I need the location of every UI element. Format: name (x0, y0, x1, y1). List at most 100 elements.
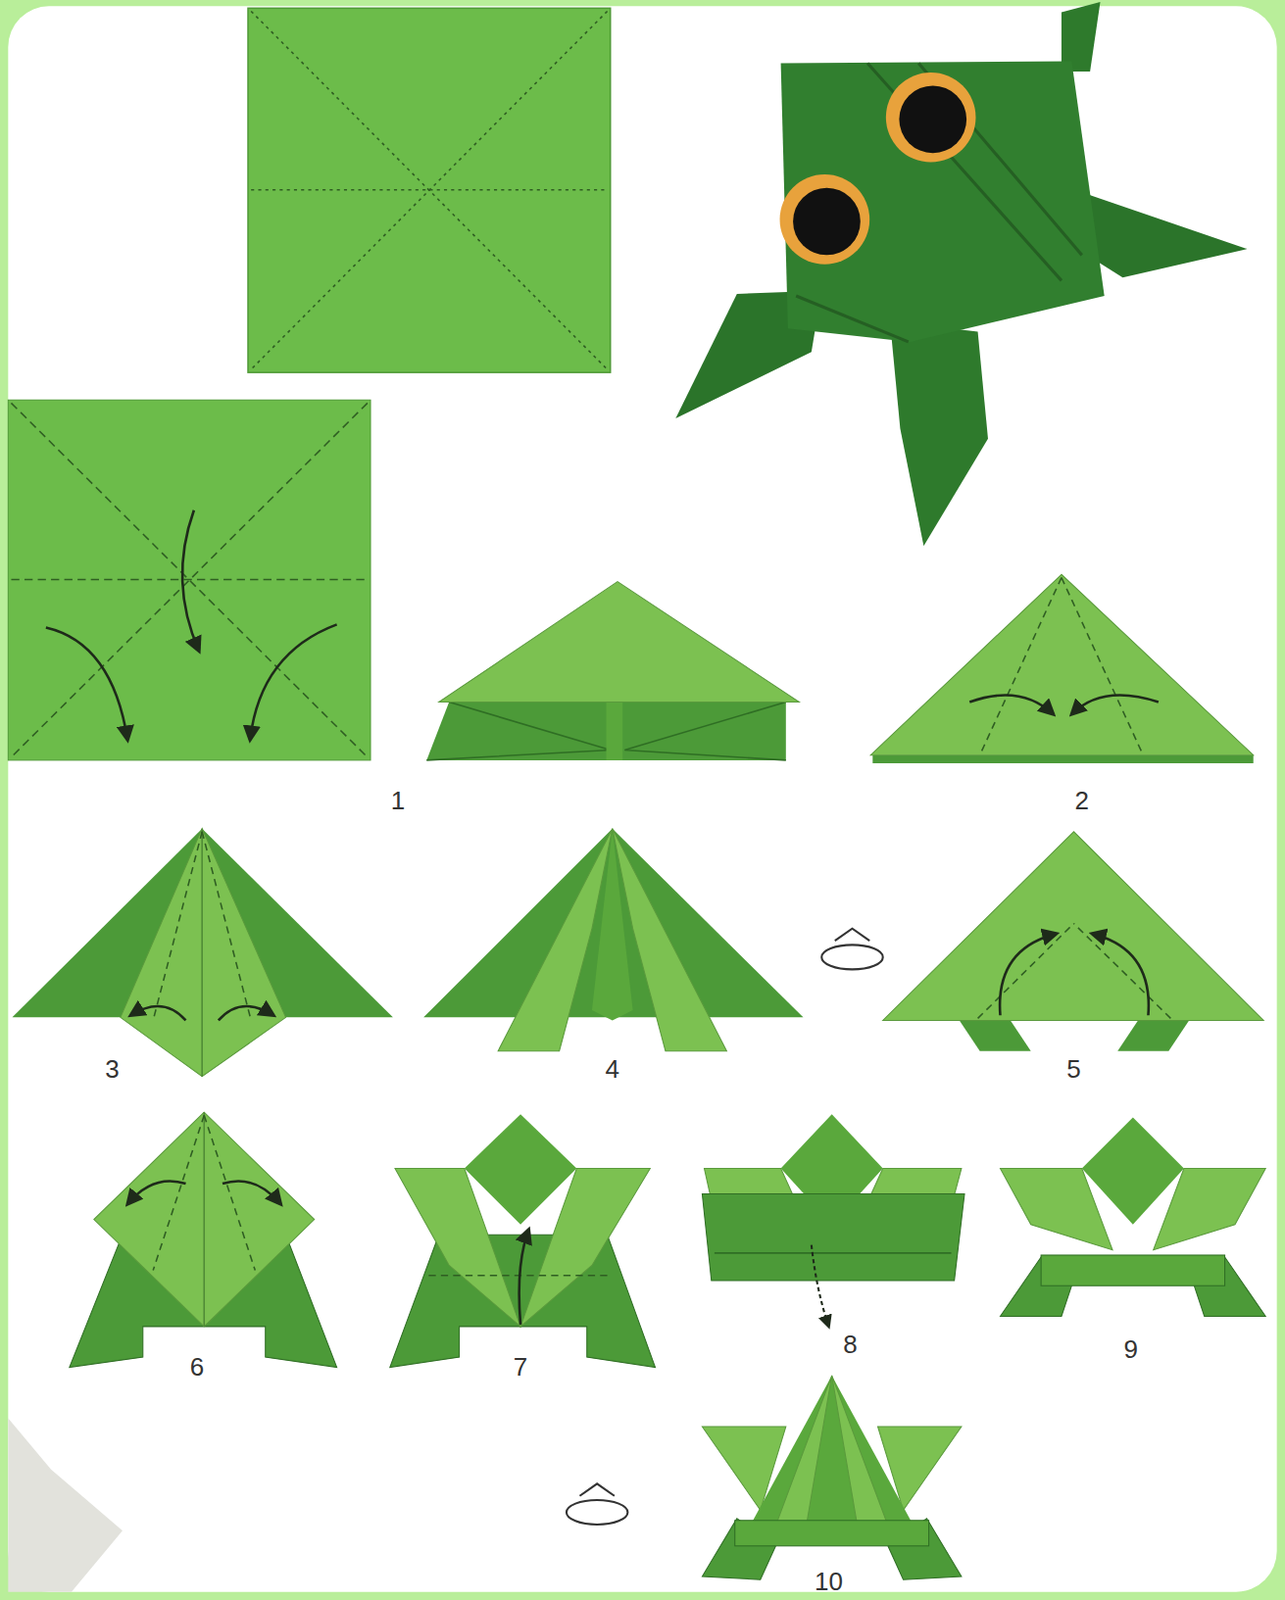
step-number: 4 (605, 1056, 620, 1083)
crease-square (247, 7, 611, 373)
svg-part (152, 832, 202, 1022)
step-9-figure (1040, 1255, 1225, 1286)
step-9-figure (1082, 1117, 1185, 1225)
crease-square (247, 7, 611, 373)
frog-photo (795, 296, 909, 343)
step-7-figure (390, 1114, 656, 1368)
svg-part (978, 924, 1075, 1020)
step-number: 3 (104, 1056, 119, 1083)
svg-part (999, 934, 1149, 1016)
svg-part (1091, 934, 1149, 1016)
svg-part (46, 510, 338, 741)
svg-part (999, 934, 1057, 1016)
step-1-figure (606, 702, 624, 761)
fold-square (7, 399, 371, 761)
fold-square (7, 399, 371, 761)
turn-over-symbol (579, 1483, 614, 1496)
svg-part (249, 624, 338, 741)
step-number: 1 (391, 788, 405, 814)
svg-part (127, 1181, 186, 1204)
turn-over-symbol (821, 944, 883, 970)
step-number: 6 (190, 1354, 204, 1381)
step-10-figure (775, 1376, 832, 1527)
svg-part (1061, 577, 1143, 755)
svg-part (10, 579, 367, 582)
step-number: 9 (1124, 1336, 1138, 1363)
crease-square (250, 10, 607, 370)
paper-corner (7, 1419, 123, 1593)
paper-ground (7, 5, 1277, 1592)
step-8-figure (811, 1245, 830, 1328)
step-2-figure (870, 574, 1253, 764)
frog-photo (898, 85, 967, 153)
step-1-figure (426, 702, 610, 761)
step-5-figure (883, 832, 1264, 1022)
step-4-figure (612, 829, 728, 1052)
step-4-figure (423, 829, 803, 1052)
step-1-figure (426, 702, 787, 761)
svg-part (182, 510, 199, 652)
step-10-figure (735, 1521, 930, 1547)
step-6-figure (69, 1112, 338, 1368)
step-10-figure (701, 1376, 961, 1581)
svg-part (152, 832, 251, 1022)
step-4-figure (497, 829, 613, 1052)
svg-part (1071, 694, 1159, 715)
step-5-figure (883, 832, 1264, 1052)
svg-part (969, 694, 1159, 715)
step-6-figure (202, 1112, 205, 1328)
svg-part (10, 402, 367, 757)
frog-photo (1061, 1, 1101, 72)
step-5-figure (1117, 1020, 1189, 1051)
step-10-figure (749, 1376, 914, 1527)
step-1-figure (426, 582, 799, 761)
step-5-figure (959, 1020, 1032, 1051)
svg-part (1073, 924, 1171, 1020)
svg-part (201, 832, 251, 1022)
svg-part (152, 1115, 255, 1271)
svg-part (203, 1115, 255, 1271)
step-number: 8 (842, 1332, 857, 1358)
turn-over-symbol (566, 1500, 628, 1526)
svg-part (969, 694, 1053, 715)
svg-part (10, 402, 367, 757)
step-3-figure (120, 829, 287, 1078)
step-3-figure (200, 829, 203, 1078)
frog-photo (675, 1, 1247, 546)
svg-part (10, 402, 367, 757)
step-7-figure (519, 1230, 530, 1326)
step-3-figure (11, 829, 393, 1078)
frog-photo (792, 188, 861, 256)
step-8-figure (701, 1114, 965, 1328)
svg-part (980, 577, 1144, 755)
frog-photo (889, 321, 989, 546)
step-1-figure (439, 582, 800, 703)
step-8-figure (714, 1252, 952, 1255)
svg-part (978, 924, 1172, 1020)
svg-part (127, 1181, 281, 1204)
step-8-figure (701, 1194, 965, 1283)
step-number: 5 (1066, 1056, 1081, 1083)
frog-photo (780, 174, 871, 265)
frog-photo (886, 72, 977, 163)
turn-over-symbol (835, 929, 870, 941)
step-number: 7 (513, 1354, 528, 1381)
step-number: 2 (1075, 788, 1089, 814)
crease-square (250, 189, 607, 192)
frog-photo (781, 60, 1105, 342)
svg-part (218, 1006, 274, 1021)
step-7-figure (520, 1168, 650, 1327)
svg-part (222, 1181, 281, 1204)
step-2-figure (870, 574, 1253, 755)
svg-part (130, 1006, 186, 1021)
crease-square (250, 10, 607, 370)
step-6-figure (94, 1112, 315, 1328)
paper-corner (7, 1419, 123, 1593)
frog-photo (867, 63, 1062, 282)
step-7-figure (395, 1168, 521, 1327)
svg-part (980, 577, 1062, 755)
step-number: 10 (814, 1569, 843, 1595)
